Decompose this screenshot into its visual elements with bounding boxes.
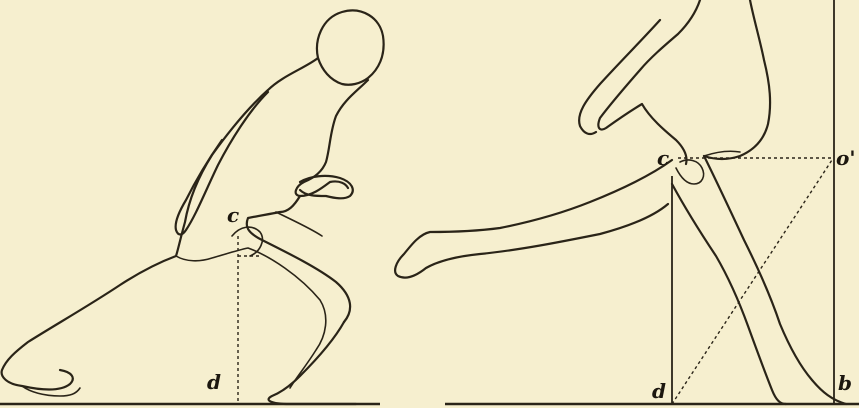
left-label-c: c — [227, 205, 239, 225]
right-figure-chest — [704, 0, 770, 159]
left-figure-rear-arm — [176, 92, 268, 235]
right-figure-rear-leg — [395, 160, 672, 278]
right-figure-front-leg — [704, 156, 846, 404]
left-figure-front-thigh — [247, 196, 350, 322]
left-figure-head — [317, 10, 384, 84]
right-label-d: d — [652, 381, 666, 401]
right-label-o: o' — [836, 148, 855, 168]
right-figure-hip-crease — [704, 151, 740, 156]
right-figure-torso — [598, 0, 700, 164]
left-label-d: d — [207, 372, 221, 392]
left-figure-inner-leg — [176, 248, 326, 388]
right-label-b: b — [838, 373, 852, 393]
right-label-c: c — [657, 148, 669, 168]
right-figure-groin — [676, 160, 704, 184]
left-figure-hip-line — [276, 212, 322, 236]
right-figure-rear-arm — [579, 20, 660, 134]
left-lunging-figure — [2, 10, 384, 404]
left-figure-front-fist — [300, 176, 353, 198]
right-striding-figure — [395, 0, 846, 404]
left-figure-back-and-rear-leg — [2, 58, 318, 390]
right-diagonal-guide — [672, 160, 832, 404]
left-figure-front-shin — [269, 322, 356, 404]
